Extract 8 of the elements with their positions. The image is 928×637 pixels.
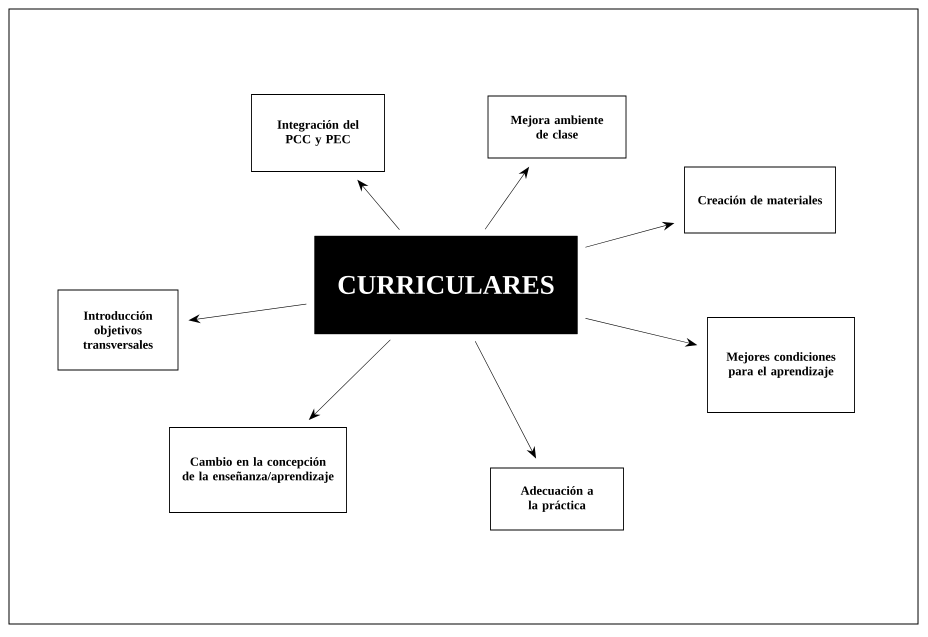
title-box: CURRICULARES: [314, 236, 578, 334]
topic-box: Cambio en la concepción de la enseñanza/aprendizaje: [169, 427, 347, 513]
topic-box: Adecuación a la práctica: [490, 468, 624, 530]
topic-box: Introducción objetivos transversales: [58, 290, 178, 370]
topic-box: Integración del PCC y PEC: [251, 94, 385, 172]
topic-box: Creación de materiales: [684, 166, 836, 234]
topic-box: Mejores condiciones para el aprendizaje: [707, 317, 855, 413]
topic-box: Mejora ambiente de clase: [488, 96, 626, 158]
